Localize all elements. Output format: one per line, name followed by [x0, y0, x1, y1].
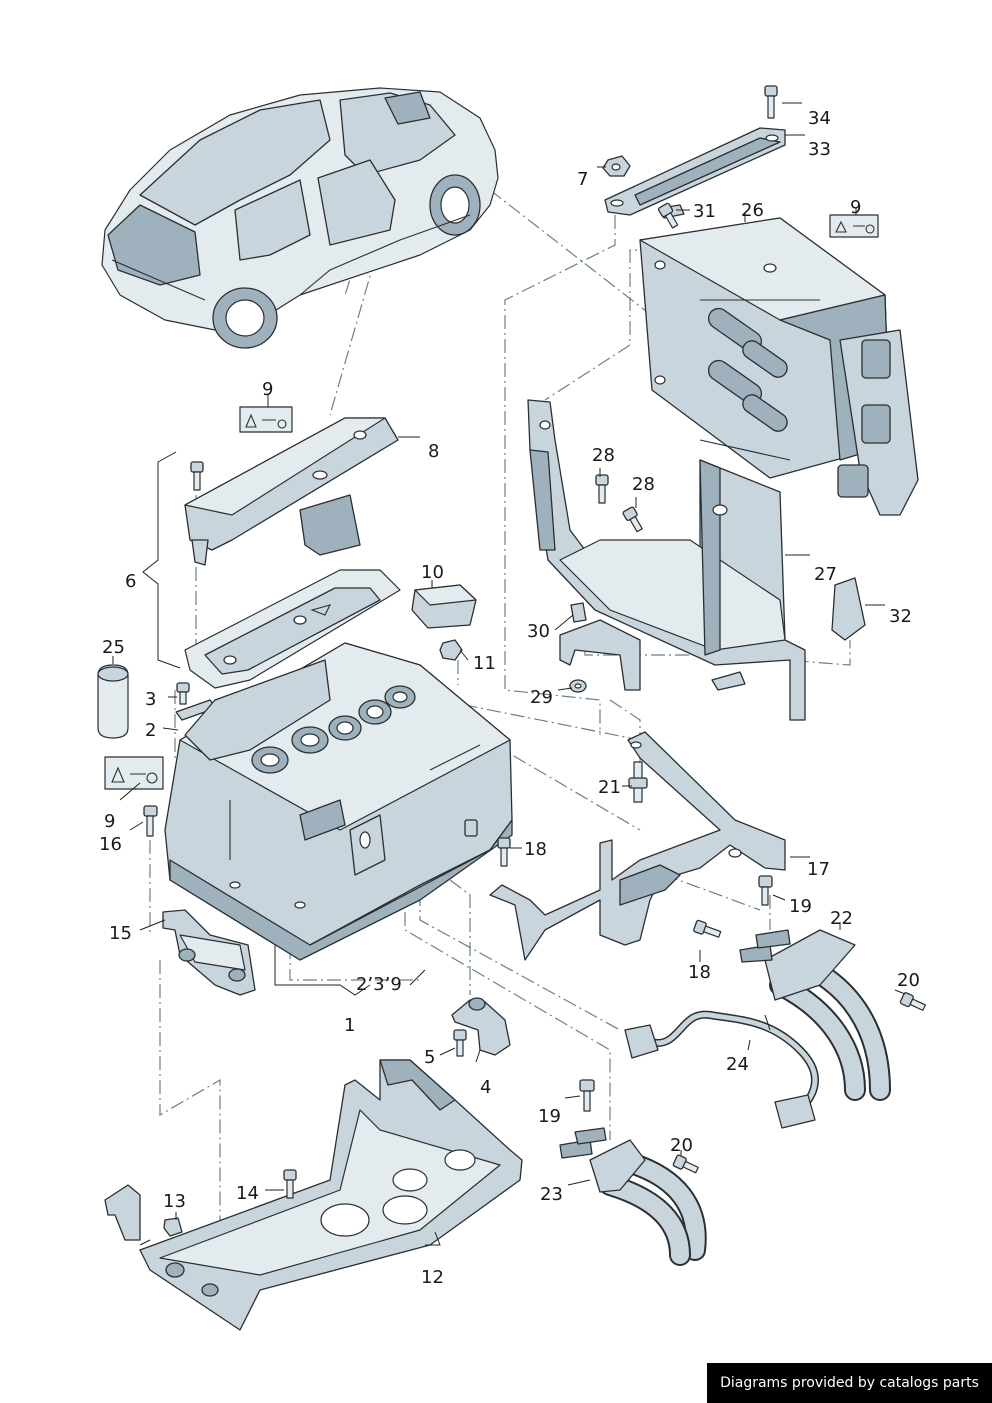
callout-18-a: 18 — [524, 839, 547, 860]
callout-11: 11 — [473, 653, 496, 674]
callout-12: 12 — [421, 1267, 444, 1288]
callout-30: 30 — [527, 621, 550, 642]
leader-lines — [112, 102, 906, 1246]
callout-labels: 34 33 7 26 31 9 9 8 28 28 6 27 10 32 30 … — [99, 108, 920, 1288]
bolt-top-left — [190, 461, 204, 491]
small-parts-2-3-25 — [97, 664, 217, 739]
warning-label-9-left-top — [239, 406, 293, 433]
callout-34: 34 — [808, 108, 831, 129]
gasket-6 — [184, 569, 401, 689]
bracket-33-assembly — [602, 85, 786, 216]
callout-14: 14 — [236, 1183, 259, 1204]
callout-28-a: 28 — [592, 445, 615, 466]
callout-9-top-left: 9 — [262, 379, 273, 400]
callout-16: 16 — [99, 834, 122, 855]
callout-6: 6 — [125, 571, 136, 592]
callout-33: 33 — [808, 139, 831, 160]
callout-28-b: 28 — [632, 474, 655, 495]
callout-9-bottom-left: 9 — [104, 811, 115, 832]
callout-2: 2 — [145, 720, 156, 741]
callout-29: 29 — [530, 687, 553, 708]
callout-13: 13 — [163, 1191, 186, 1212]
warning-label-9-right — [829, 214, 879, 238]
callout-8: 8 — [428, 441, 439, 462]
callout-25: 25 — [102, 637, 125, 658]
catalog-credit-banner: Diagrams provided by catalogs parts — [707, 1363, 992, 1403]
bracket-15 — [162, 909, 256, 996]
callout-21: 21 — [598, 777, 621, 798]
callout-23: 23 — [540, 1184, 563, 1205]
bolt-16 — [143, 805, 158, 837]
bracket-17 — [489, 731, 786, 961]
charger-unit-26 — [639, 204, 919, 516]
part-10-and-11 — [411, 584, 477, 661]
tray-12 — [104, 1059, 523, 1331]
callout-27: 27 — [814, 564, 837, 585]
callout-10: 10 — [421, 562, 444, 583]
callout-18-b: 18 — [688, 962, 711, 983]
callout-1: 1 — [344, 1015, 355, 1036]
harness-24 — [624, 1010, 819, 1129]
callout-31: 31 — [693, 201, 716, 222]
variant-code: 2’3’9 — [356, 974, 402, 995]
callout-32: 32 — [889, 606, 912, 627]
callout-19-b: 19 — [538, 1106, 561, 1127]
warning-label-9-left-bottom — [104, 756, 164, 790]
cable-22 — [739, 929, 926, 1101]
vehicle-illustration — [101, 87, 499, 349]
callout-5: 5 — [424, 1047, 435, 1068]
callout-15: 15 — [109, 923, 132, 944]
bolts-18-19-21 — [497, 761, 773, 938]
callout-9-right: 9 — [850, 197, 861, 218]
callout-24: 24 — [726, 1054, 749, 1075]
part-4-and-5 — [451, 997, 511, 1057]
cover-8 — [184, 417, 399, 566]
callout-3: 3 — [145, 689, 156, 710]
fasteners-right-upper — [569, 202, 866, 693]
cable-23 — [559, 1079, 707, 1266]
callout-20-a: 20 — [897, 970, 920, 991]
callout-20-b: 20 — [670, 1135, 693, 1156]
callout-19-a: 19 — [789, 896, 812, 917]
callout-17: 17 — [807, 859, 830, 880]
main-unit-1 — [164, 642, 513, 961]
callout-7: 7 — [577, 169, 588, 190]
callout-4: 4 — [480, 1077, 491, 1098]
bracket-27 — [527, 399, 806, 721]
callout-22: 22 — [830, 908, 853, 929]
callout-26: 26 — [741, 200, 764, 221]
